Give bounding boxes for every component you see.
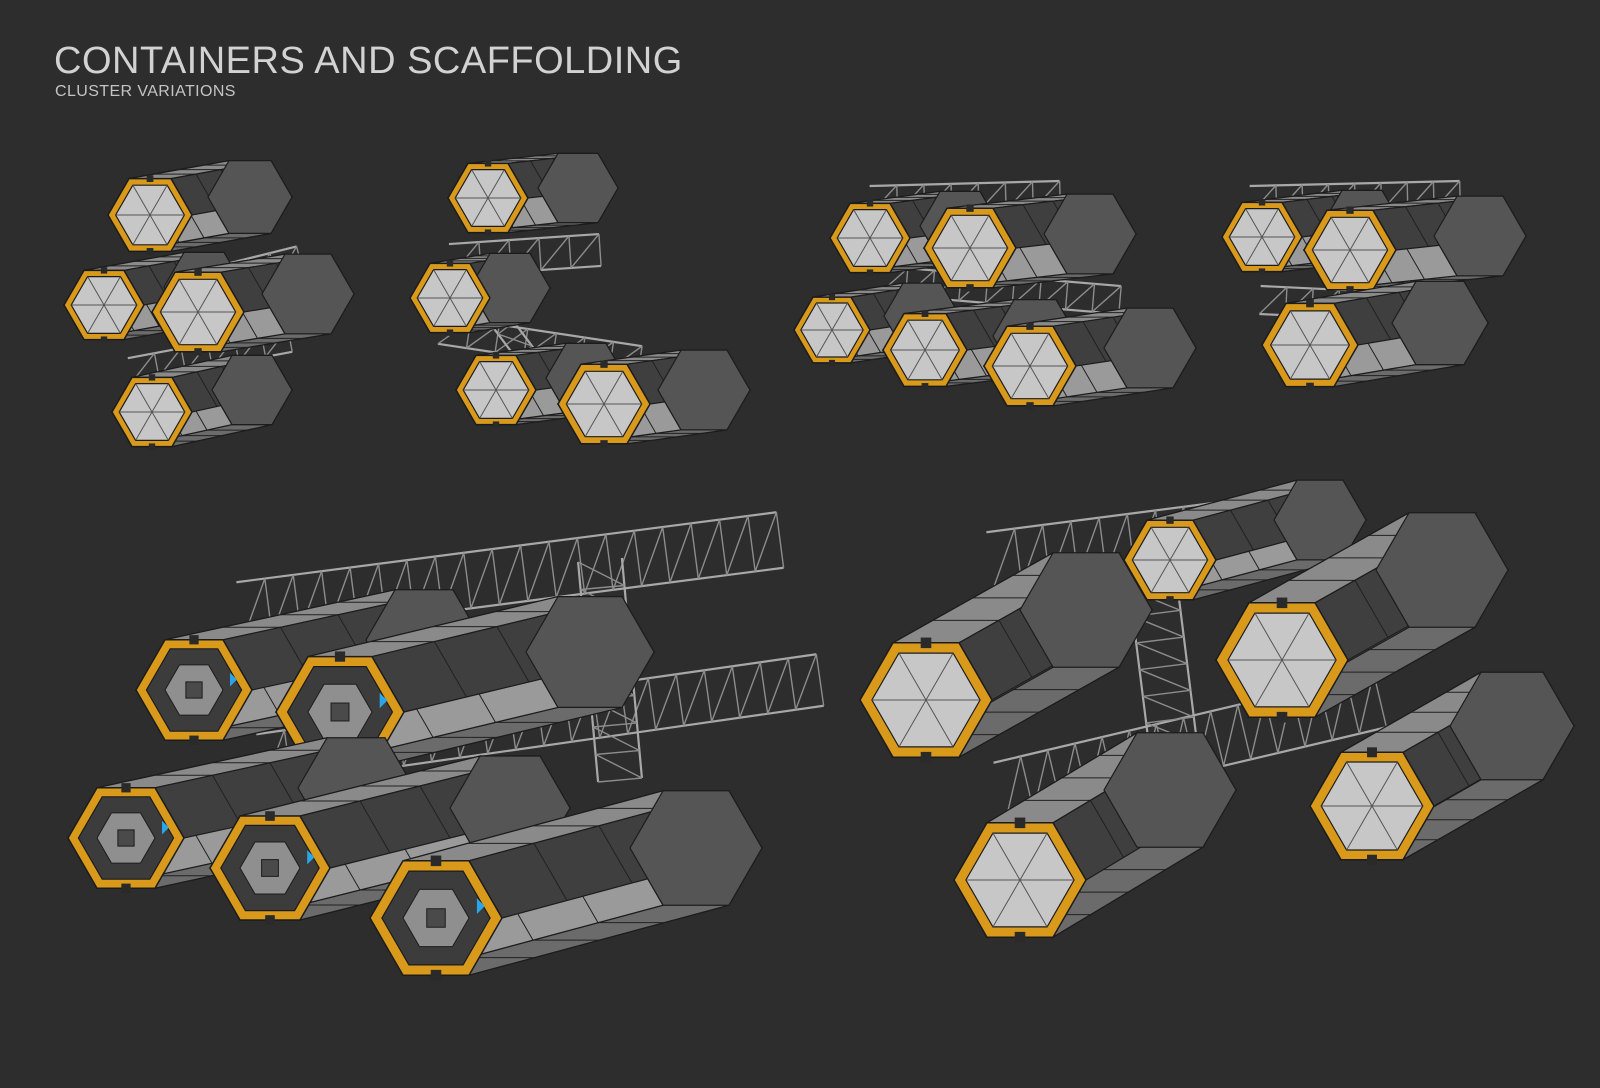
cluster-variation-3: [792, 179, 1198, 410]
cluster-variation-6: [858, 479, 1576, 943]
cluster-variation-2: [408, 152, 752, 448]
page-title: CONTAINERS AND SCAFFOLDING: [54, 40, 683, 82]
page-subtitle: CLUSTER VARIATIONS: [55, 83, 236, 100]
cluster-variation-1: [62, 159, 356, 450]
cluster-variation-5: [66, 511, 825, 981]
cluster-variation-4: [1220, 179, 1528, 391]
